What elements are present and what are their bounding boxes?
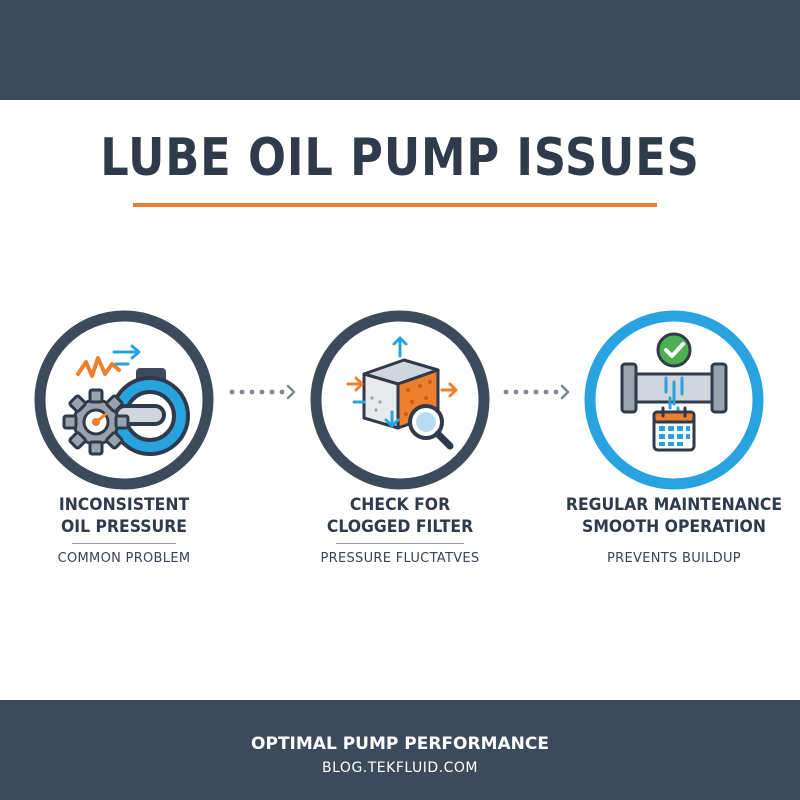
flow-arrow-icon bbox=[503, 384, 570, 400]
step-1-title-line1: INCONSISTENT bbox=[58, 495, 190, 515]
step-1-title: INCONSISTENT OIL PRESSURE bbox=[14, 494, 235, 538]
filter-magnifier-icon bbox=[310, 310, 490, 490]
header-band bbox=[0, 0, 800, 100]
step-2-title: CHECK FOR CLOGGED FILTER bbox=[290, 494, 511, 538]
step-1-divider bbox=[72, 543, 176, 544]
flow-arrow-icon bbox=[229, 384, 296, 400]
footer-band bbox=[0, 700, 800, 800]
footer-tagline: OPTIMAL PUMP PERFORMANCE bbox=[251, 734, 549, 754]
step-2-caption: PRESSURE FLUCTATVES bbox=[320, 551, 480, 566]
step-3-title-line1: REGULAR MAINTENANCE bbox=[565, 495, 783, 515]
step-2-title-line2: CLOGGED FILTER bbox=[326, 517, 474, 537]
step-3-caption: PREVENTS BUILDUP bbox=[607, 551, 741, 566]
step-1-title-line2: OIL PRESSURE bbox=[61, 517, 187, 537]
step-3-title-line2: SMOOTH OPERATION bbox=[582, 517, 766, 537]
pipe-calendar-check-icon bbox=[584, 310, 764, 490]
step-2-title-line1: CHECK FOR bbox=[349, 495, 451, 515]
title-underline bbox=[133, 203, 657, 207]
step-3-title: REGULAR MAINTENANCE SMOOTH OPERATION bbox=[564, 494, 785, 538]
step-1-caption: COMMON PROBLEM bbox=[57, 551, 191, 566]
footer-url: BLOG.TEKFLUID.COM bbox=[322, 760, 478, 776]
page-title: LUBE OIL PUMP ISSUES bbox=[100, 128, 700, 188]
gear-pump-pressure-icon bbox=[34, 310, 214, 490]
step-2-divider bbox=[336, 543, 464, 544]
